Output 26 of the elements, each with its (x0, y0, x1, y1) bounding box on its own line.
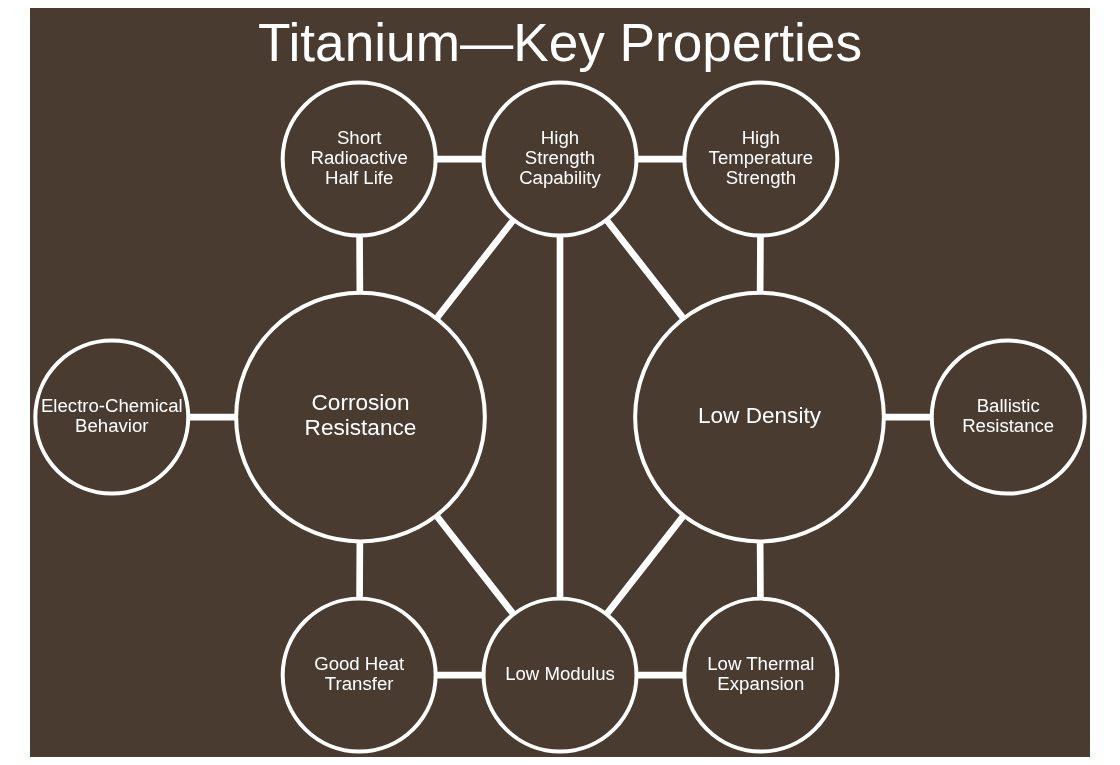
connector (604, 218, 686, 321)
connector (188, 413, 236, 421)
connector (356, 235, 364, 293)
connector (604, 513, 687, 617)
connector (756, 235, 764, 293)
diagram-title: Titanium—Key Properties (258, 13, 862, 73)
connector (883, 413, 932, 421)
connector (636, 155, 685, 163)
node-circle: Good Heat Transfer (280, 596, 438, 754)
node-circle: Low Modulus (481, 596, 639, 754)
node-circle: Low Thermal Expansion (682, 596, 840, 754)
node-circle: High Strength Capability (481, 80, 639, 238)
node-circle: Corrosion Resistance (234, 290, 487, 544)
connector (556, 235, 564, 599)
connector (433, 513, 516, 617)
connector (434, 218, 516, 321)
connector (636, 671, 685, 679)
connector (756, 541, 764, 599)
node-circle: High Temperature Strength (682, 80, 840, 238)
connector (435, 155, 484, 163)
node-circle: Electro-Chemical Behavior (33, 338, 191, 496)
node-circle: Ballistic Resistance (929, 338, 1087, 496)
node-circle: Low Density (633, 290, 886, 544)
node-circle: Short Radioactive Half Life (280, 80, 438, 238)
connector (435, 671, 484, 679)
connector (356, 541, 364, 599)
